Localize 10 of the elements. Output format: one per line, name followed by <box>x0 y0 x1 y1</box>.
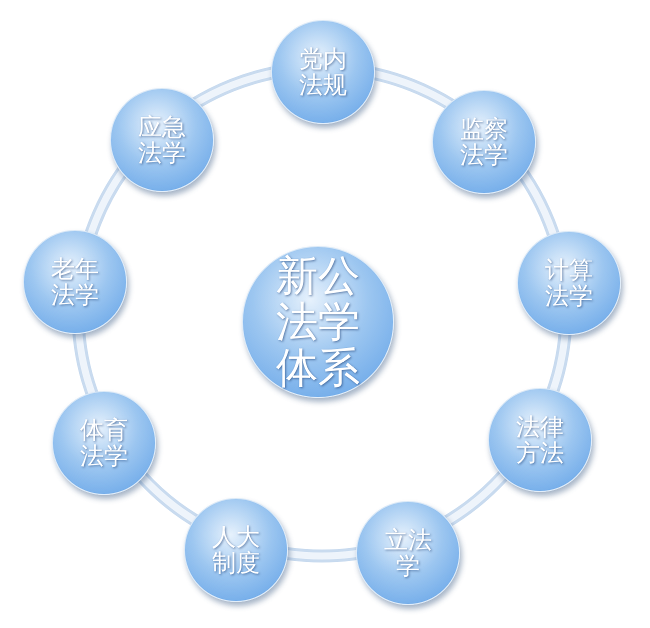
node-label: 法律方法 <box>516 414 564 466</box>
node-label: 体育法学 <box>80 416 128 470</box>
node-label: 立法学 <box>384 526 432 580</box>
node-label: 计算法学 <box>545 256 593 310</box>
node-label: 老年法学 <box>51 256 99 308</box>
node-label: 新公法学体系 <box>276 252 360 392</box>
node-label: 人大制度 <box>212 524 260 576</box>
node-label: 监察法学 <box>460 116 508 168</box>
node-label: 党内法规 <box>299 46 347 98</box>
node-label: 应急法学 <box>138 114 186 166</box>
